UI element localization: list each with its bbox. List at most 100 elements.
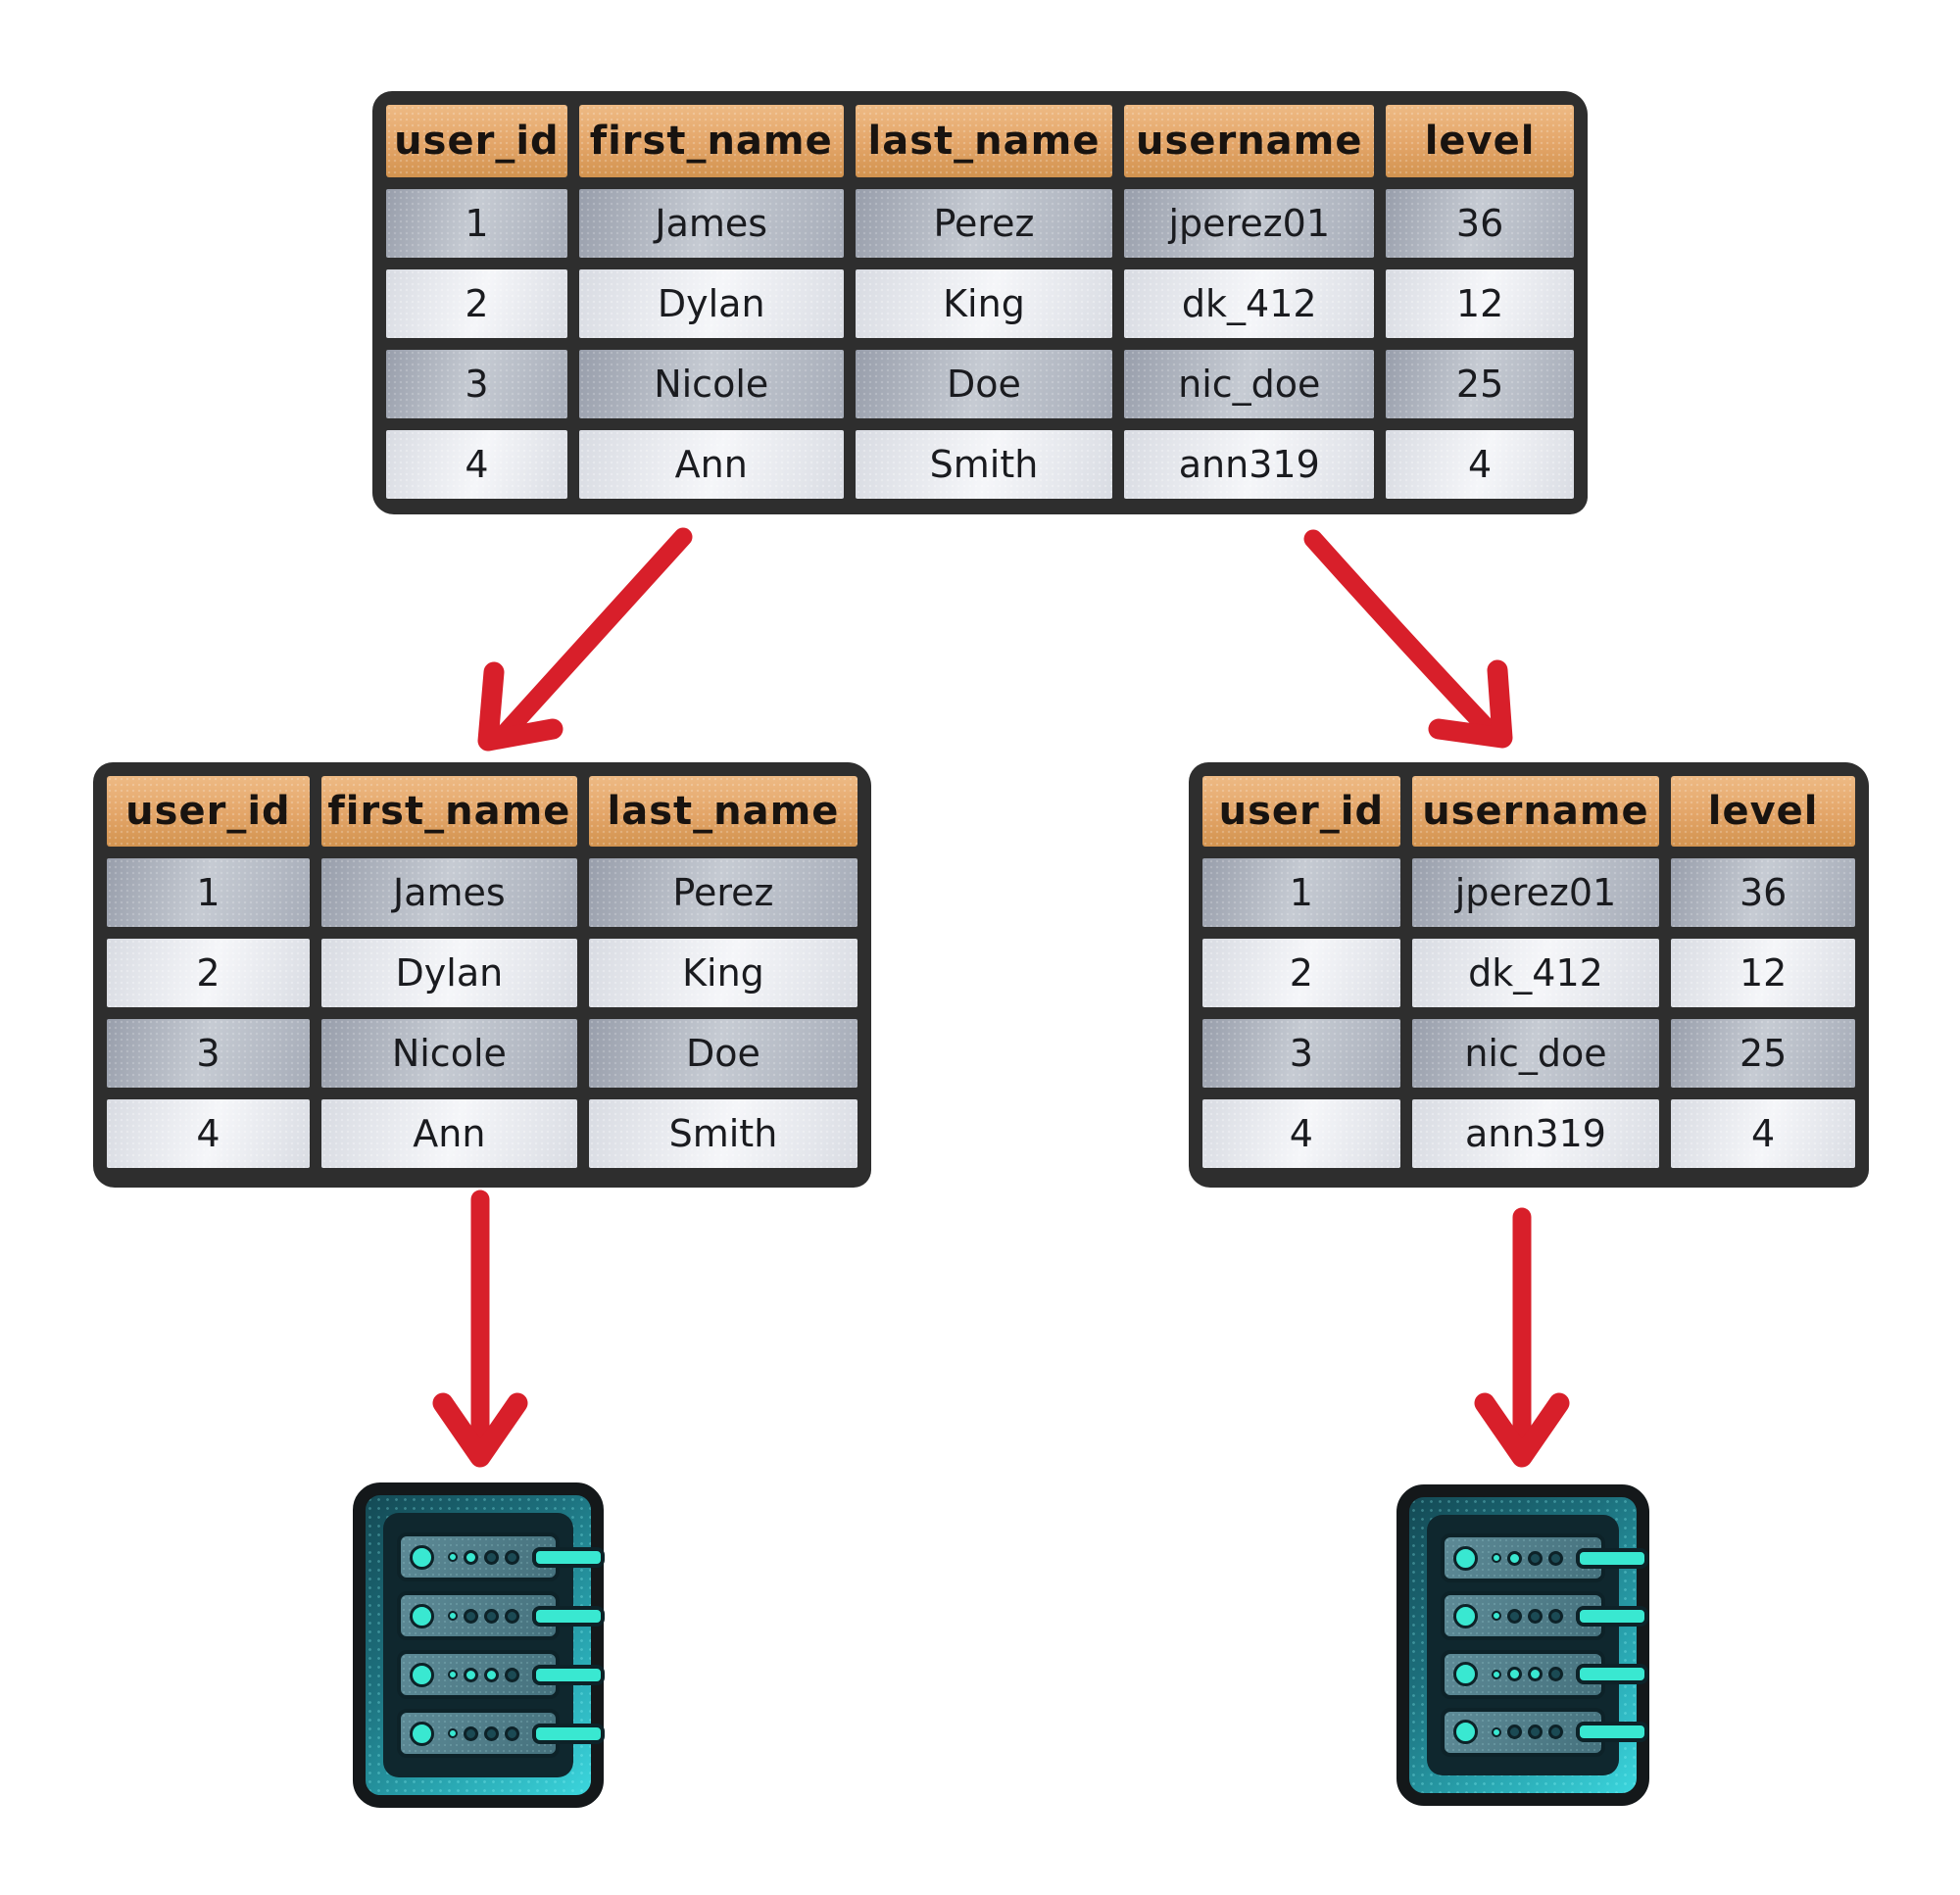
status-led-icon [1507,1550,1522,1566]
server-slat [397,1532,605,1581]
table-cell: 2 [107,939,310,1007]
arrow-main-to-right [1303,529,1513,749]
table-cell: dk_412 [1124,269,1375,338]
table-cell: James [320,858,577,927]
table-cell: 4 [107,1099,310,1168]
status-led-icon [1528,1608,1543,1624]
drive-bar-icon [532,1723,605,1744]
table-cell: nic_doe [1124,350,1375,418]
table-cell: Doe [588,1019,858,1088]
table-cell: nic_doe [1411,1019,1660,1088]
server-rack-icon-right [1396,1484,1649,1806]
power-led-icon [410,1544,434,1570]
server-panel [1427,1515,1648,1775]
arrow-main-to-left [477,527,693,752]
server-slat [397,1709,605,1758]
table-cell: 25 [1671,1019,1855,1088]
table-cell: Doe [855,350,1113,418]
status-led-icon [1548,1667,1563,1682]
status-led-icon [484,1725,499,1741]
table-cell: Smith [588,1099,858,1168]
column-header-user_id: user_id [386,105,567,177]
drive-bar-icon [1576,1547,1648,1569]
server-slat [1441,1533,1648,1583]
drive-bar-icon [1576,1722,1648,1743]
status-led-icon [505,1549,519,1565]
table-cell: Nicole [320,1019,577,1088]
table-cell: 36 [1386,189,1574,258]
table-cell: 4 [386,430,567,499]
power-led-icon [1453,1603,1478,1628]
table-cell: Dylan [578,269,844,338]
table-cell: 3 [1202,1019,1400,1088]
column-header-last_name: last_name [588,776,858,847]
table-cell: 1 [107,858,310,927]
status-led-icon [505,1608,519,1624]
status-led-icon [1548,1608,1563,1624]
table-cell: 2 [386,269,567,338]
table-cell: 4 [1202,1099,1400,1168]
status-led-icon [1548,1725,1563,1740]
column-header-user_id: user_id [1202,776,1400,847]
power-led-icon [410,1603,434,1628]
table-cell: 25 [1386,350,1574,418]
table-cell: 4 [1386,430,1574,499]
column-header-username: username [1411,776,1660,847]
status-led-icon [1507,1608,1522,1624]
column-header-last_name: last_name [855,105,1113,177]
arrow-right-table-to-server [1474,1207,1570,1468]
server-slat [1441,1591,1648,1641]
status-led-icon [448,1728,458,1738]
table-cell: James [578,189,844,258]
server-slat [1441,1649,1648,1699]
status-led-icon [1528,1550,1543,1566]
drive-bar-icon [532,1664,605,1685]
status-led-icon [1548,1550,1563,1566]
table-cell: Nicole [578,350,844,418]
status-led-icon [1492,1611,1501,1622]
status-led-icon [505,1725,519,1741]
table-cell: King [588,939,858,1007]
status-led-icon [484,1549,499,1565]
table-cell: 12 [1671,939,1855,1007]
table-cell: Dylan [320,939,577,1007]
server-panel [383,1513,605,1777]
column-header-first_name: first_name [320,776,577,847]
server-slat [397,1591,605,1640]
power-led-icon [1453,1662,1478,1687]
server-slat [397,1650,605,1699]
drive-bar-icon [1576,1605,1648,1627]
column-header-level: level [1671,776,1855,847]
table-cell: Ann [320,1099,577,1168]
table-cell: King [855,269,1113,338]
arrow-left-table-to-server [432,1190,528,1468]
status-led-icon [1528,1725,1543,1740]
status-led-icon [448,1670,458,1679]
status-led-icon [1492,1669,1501,1679]
table-cell: 3 [386,350,567,418]
status-led-icon [464,1608,478,1624]
table-cell: jperez01 [1124,189,1375,258]
column-header-first_name: first_name [578,105,844,177]
power-led-icon [1453,1720,1478,1745]
drive-bar-icon [532,1546,605,1568]
status-led-icon [464,1549,478,1565]
table-cell: 36 [1671,858,1855,927]
status-led-icon [1507,1667,1522,1682]
table-cell: jperez01 [1411,858,1660,927]
status-led-icon [484,1667,499,1682]
status-led-icon [1507,1725,1522,1740]
status-led-icon [1492,1553,1501,1564]
status-led-icon [448,1611,458,1621]
table-cell: Perez [588,858,858,927]
status-led-icon [484,1608,499,1624]
table-cell: ann319 [1411,1099,1660,1168]
status-led-icon [505,1667,519,1682]
table-cell: Perez [855,189,1113,258]
server-slat [1441,1707,1648,1757]
table-cell: Smith [855,430,1113,499]
